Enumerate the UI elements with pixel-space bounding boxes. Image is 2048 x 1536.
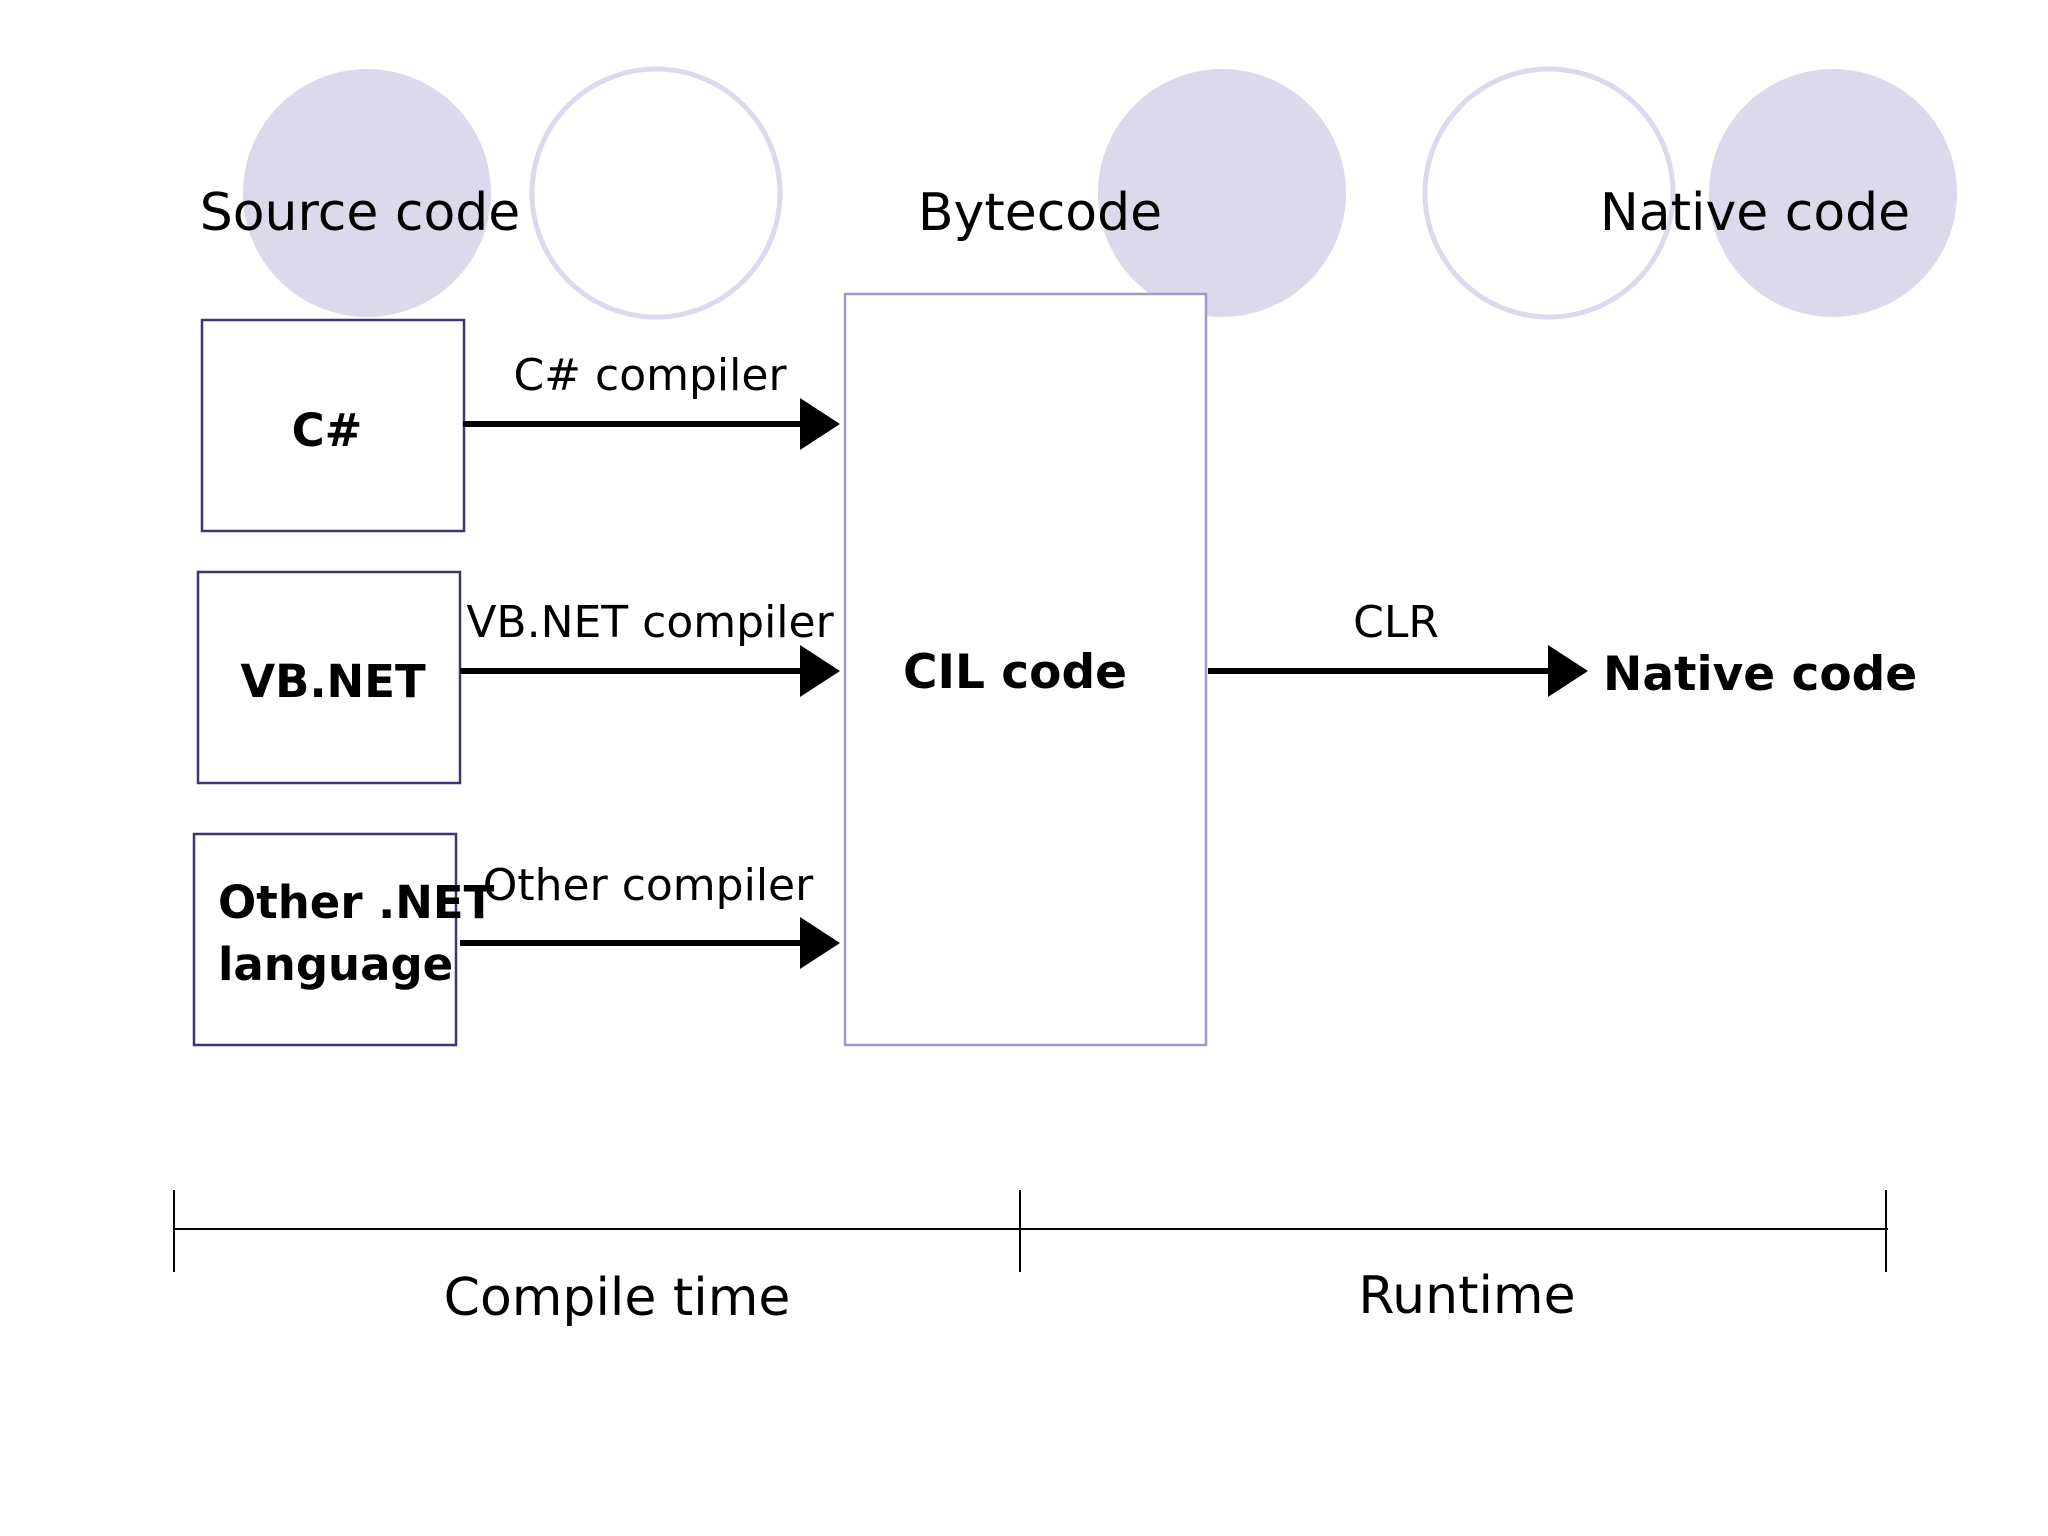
- heading-native-code: Native code: [1600, 183, 1910, 243]
- arrowhead-vbnet: [800, 645, 840, 697]
- language-box-vbnet: VB.NET: [196, 570, 462, 785]
- compiler-label-other: Other compiler: [483, 860, 814, 911]
- decor-circle-1: [243, 69, 491, 317]
- arrowhead-csharp: [800, 398, 840, 450]
- language-label-csharp: C#: [292, 404, 363, 457]
- timeline-label-compile-time: Compile time: [444, 1268, 791, 1328]
- cil-code-box: CIL code: [843, 292, 1208, 1047]
- compiler-label-vbnet: VB.NET compiler: [466, 597, 834, 648]
- decor-circle-3: [1098, 69, 1346, 317]
- arrowhead-clr: [1548, 645, 1588, 697]
- native-code-label: Native code: [1603, 647, 1917, 702]
- arrow-clr: CLR Native code: [1208, 597, 1917, 702]
- language-label-other-line1: Other .NET: [218, 876, 495, 929]
- arrow-vbnet-compiler: VB.NET compiler: [460, 597, 840, 697]
- decorative-circles: [243, 66, 1957, 320]
- language-label-vbnet: VB.NET: [240, 655, 426, 708]
- decor-circle-2: [529, 66, 783, 320]
- arrow-other-compiler: Other compiler: [460, 860, 840, 969]
- timeline: Compile time Runtime: [173, 1190, 1888, 1328]
- cil-code-label: CIL code: [903, 645, 1127, 700]
- arrowhead-other: [800, 917, 840, 969]
- decor-circle-4: [1422, 66, 1676, 320]
- decor-circle-5: [1709, 69, 1957, 317]
- compiler-label-csharp: C# compiler: [513, 350, 787, 401]
- arrow-csharp-compiler: C# compiler: [463, 350, 840, 450]
- timeline-label-runtime: Runtime: [1358, 1266, 1575, 1326]
- language-box-csharp: C#: [200, 318, 466, 533]
- language-label-other-line2: language: [218, 938, 453, 991]
- heading-bytecode: Bytecode: [918, 183, 1162, 243]
- language-box-other: Other .NET language: [192, 832, 495, 1047]
- heading-source-code: Source code: [200, 183, 521, 243]
- clr-label: CLR: [1353, 597, 1439, 648]
